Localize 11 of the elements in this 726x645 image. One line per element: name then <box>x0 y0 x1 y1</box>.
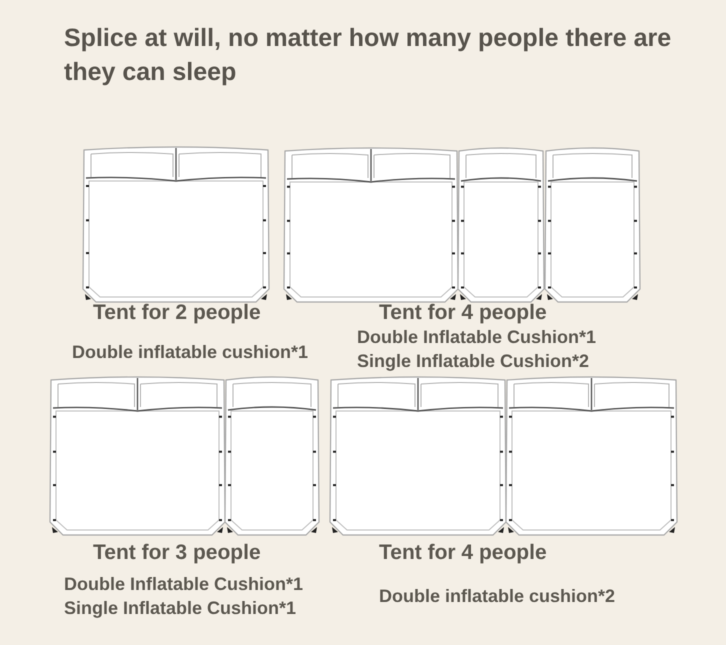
cushion-count-text: Double Inflatable Cushion*1 <box>64 574 304 596</box>
cushion-count-text: Double Inflatable Cushion*1 <box>357 327 596 349</box>
tent-size-caption: Tent for 3 people <box>93 540 261 566</box>
title-heading: Splice at will, no matter how many people there are they can sleep <box>64 23 672 88</box>
cushion-count-text: Double inflatable cushion*2 <box>379 586 616 608</box>
cushion-count-text: Single Inflatable Cushion*2 <box>357 351 590 373</box>
cushion-count-text: Double inflatable cushion*1 <box>72 342 308 364</box>
tent-size-caption: Tent for 4 people <box>379 300 547 326</box>
tent-size-caption: Tent for 2 people <box>93 300 261 326</box>
tent-size-caption: Tent for 4 people <box>379 540 547 566</box>
cushion-count-text: Single Inflatable Cushion*1 <box>64 598 296 620</box>
